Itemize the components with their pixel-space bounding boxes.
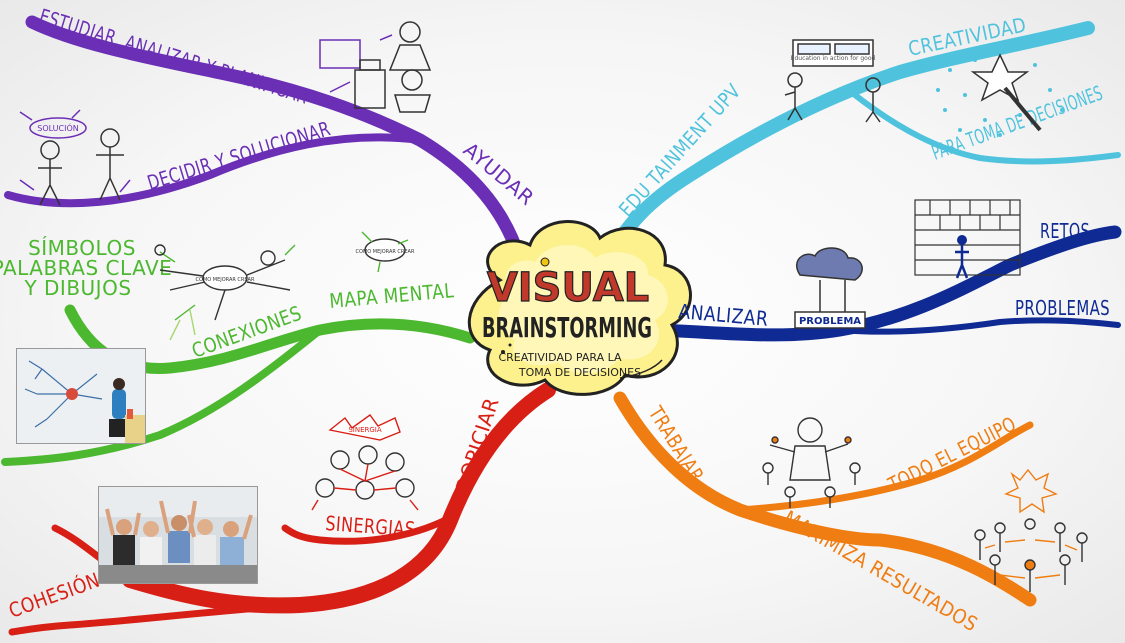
- label-simbolos-2: PALABRAS CLAVE: [0, 256, 172, 280]
- label-todo-equipo: TODO EL EQUIPO: [884, 412, 1020, 497]
- sketch-circle-of-people: [974, 468, 1088, 592]
- label-maximiza: MAXIMIZA RESULTADOS: [780, 506, 983, 637]
- center-subtitle-line1: CREATIVIDAD PARA LA: [498, 351, 622, 364]
- center-subtitle-line2: TOMA DE DECISIONES: [518, 366, 641, 379]
- label-para-toma: PARA TOMA DE DECISIONES: [929, 81, 1106, 165]
- sketch-brick-wall: [914, 199, 1021, 279]
- banner-caption: Education in action for good: [791, 55, 876, 62]
- synergy-burst-text: SINERGIA: [348, 426, 382, 434]
- sketch-synergy-network: SINERGIA: [311, 414, 419, 511]
- center-cloud: VISUAL BRAINSTORMING CREATIVIDAD PARA LA…: [467, 220, 692, 396]
- label-mapa-mental: MAPA MENTAL: [328, 278, 455, 313]
- tree-bubble-text: COMO MEJORAR CREAR: [196, 277, 255, 283]
- sign-problema-text: PROBLEMA: [799, 316, 861, 327]
- sketch-team-leader: [762, 417, 861, 508]
- label-retos: RETOS: [1040, 219, 1090, 243]
- branch-blue: [648, 225, 1122, 342]
- label-simbolos-1: SÍMBOLOS: [28, 236, 136, 260]
- sketch-solution-figures: SOLUCIÓN: [19, 109, 131, 206]
- label-simbolos-3: Y DIBUJOS: [23, 276, 131, 300]
- sketch-study-figures: [319, 21, 432, 113]
- center-title-visual: VISUAL: [487, 265, 649, 311]
- photo-mindmap-wall: [16, 348, 146, 444]
- sketch-magic-wand: [936, 53, 1064, 137]
- label-cohesion: COHESIÓN: [6, 568, 103, 623]
- branch-purple: [4, 15, 527, 267]
- label-sinergias: SINERGIAS: [325, 511, 416, 541]
- photo-happy-team: [98, 486, 258, 584]
- label-decidir: DECIDIR Y SOLUCIONAR: [144, 116, 333, 195]
- sketch-mindmap-tree: COMO MEJORAR CREAR COMO MEJORAR CREAR: [154, 231, 415, 341]
- sketch-solucion-text: SOLUCIÓN: [37, 122, 79, 133]
- label-estudiar: ESTUDIAR, ANALIZAR Y PLANIFICAR: [37, 4, 312, 109]
- photo-mindmap-wall-art: [17, 349, 145, 443]
- small-bubble-text: COMO MEJORAR CREAR: [356, 249, 415, 255]
- sketch-problem-sign: PROBLEMA: [794, 247, 866, 329]
- branch-cyan: [598, 21, 1121, 272]
- branch-orange: [613, 391, 1037, 607]
- center-title-brainstorming: BRAINSTORMING: [482, 311, 652, 344]
- label-problemas: PROBLEMAS: [1015, 296, 1110, 320]
- sketch-banner: Education in action for good: [784, 39, 881, 123]
- photo-happy-team-art: [99, 487, 257, 583]
